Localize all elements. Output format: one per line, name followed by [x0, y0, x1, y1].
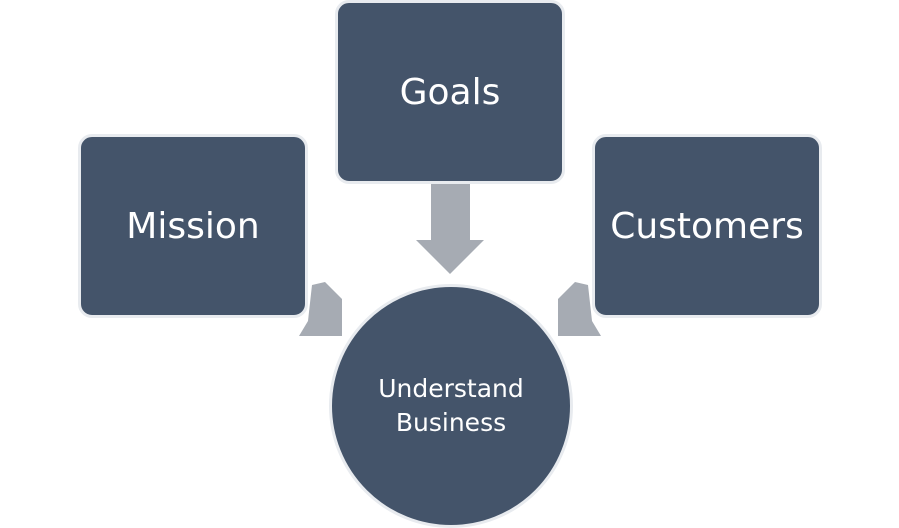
understand-business-node: Understand Business — [329, 284, 573, 528]
arrow-customers-to-center — [558, 282, 601, 336]
customers-node: Customers — [592, 134, 822, 318]
goals-label: Goals — [399, 71, 501, 113]
arrow-mission-to-center — [299, 282, 342, 336]
customers-label: Customers — [610, 205, 804, 247]
goals-node: Goals — [335, 0, 565, 184]
understand-business-label: Understand Business — [378, 374, 524, 437]
mission-label: Mission — [126, 205, 260, 247]
arrow-goals-to-center — [416, 184, 484, 274]
mission-node: Mission — [78, 134, 308, 318]
